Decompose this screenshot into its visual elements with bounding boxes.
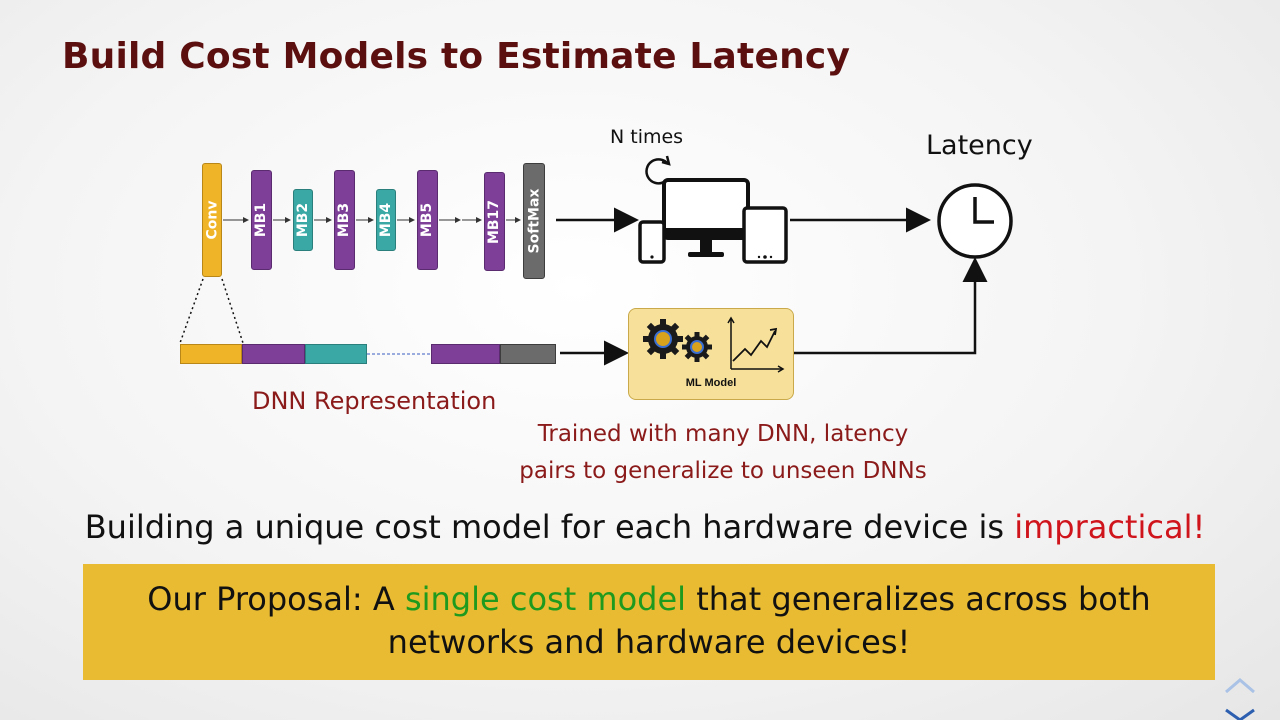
- impractical-statement: Building a unique cost model for each ha…: [0, 508, 1280, 546]
- mb4-block-label: MB4: [378, 202, 394, 238]
- mb1-block: MB1: [251, 170, 272, 270]
- proposal-line1: Our Proposal: A single cost model that g…: [83, 578, 1215, 621]
- n-times-label: N times: [610, 126, 684, 148]
- mb5-block-label: MB5: [419, 202, 436, 238]
- mb1-block-label: MB1: [253, 202, 270, 238]
- loop-arrow-icon: [645, 155, 671, 185]
- chevron-up-icon[interactable]: [1222, 674, 1258, 696]
- mb17-block: MB17: [484, 172, 505, 271]
- proposal-line2: networks and hardware devices!: [387, 623, 911, 661]
- mb17-block-label: MB17: [486, 199, 503, 244]
- dnn-representation-label: DNN Representation: [252, 387, 497, 415]
- slide-title: Build Cost Models to Estimate Latency: [62, 36, 851, 77]
- proposal-box: Our Proposal: A single cost model that g…: [83, 564, 1215, 680]
- proposal-prefix: Our Proposal: A: [147, 580, 405, 618]
- statement-text: Building a unique cost model for each ha…: [84, 508, 1015, 546]
- encoding-segment-mb17: [431, 344, 500, 364]
- training-note-line2: pairs to generalize to unseen DNNs: [519, 458, 927, 484]
- proposal-emphasis: single cost model: [404, 580, 687, 618]
- softmax-block-label: SoftMax: [526, 188, 542, 254]
- training-note-line1: Trained with many DNN, latency: [537, 421, 909, 447]
- conv-block: Conv: [202, 163, 222, 277]
- encoding-segment-mb2: [305, 344, 367, 364]
- conv-block-label: Conv: [204, 200, 220, 240]
- chevron-down-icon[interactable]: [1222, 702, 1258, 720]
- mb3-block: MB3: [334, 170, 355, 270]
- gears-icon: [643, 319, 712, 362]
- statement-emphasis: impractical!: [1014, 508, 1206, 546]
- line-chart-icon: [727, 316, 785, 373]
- encoding-segment-mb1: [242, 344, 305, 364]
- encoding-segment-softmax: [500, 344, 556, 364]
- ml-model-box: ML Model: [628, 308, 794, 400]
- encoding-segment-conv: [180, 344, 242, 364]
- devices-icon: [638, 178, 788, 264]
- mb4-block: MB4: [376, 189, 396, 251]
- mb2-block: MB2: [293, 189, 313, 251]
- mb2-block-label: MB2: [295, 202, 311, 238]
- ml-model-label: ML Model: [685, 377, 737, 389]
- training-note: Trained with many DNN, latency pairs to …: [500, 416, 946, 490]
- clock-icon: [937, 183, 1013, 259]
- mb3-block-label: MB3: [336, 202, 353, 238]
- latency-label: Latency: [926, 130, 1033, 161]
- softmax-block: SoftMax: [523, 163, 545, 279]
- mb5-block: MB5: [417, 170, 438, 270]
- proposal-suffix: that generalizes across both: [686, 580, 1151, 618]
